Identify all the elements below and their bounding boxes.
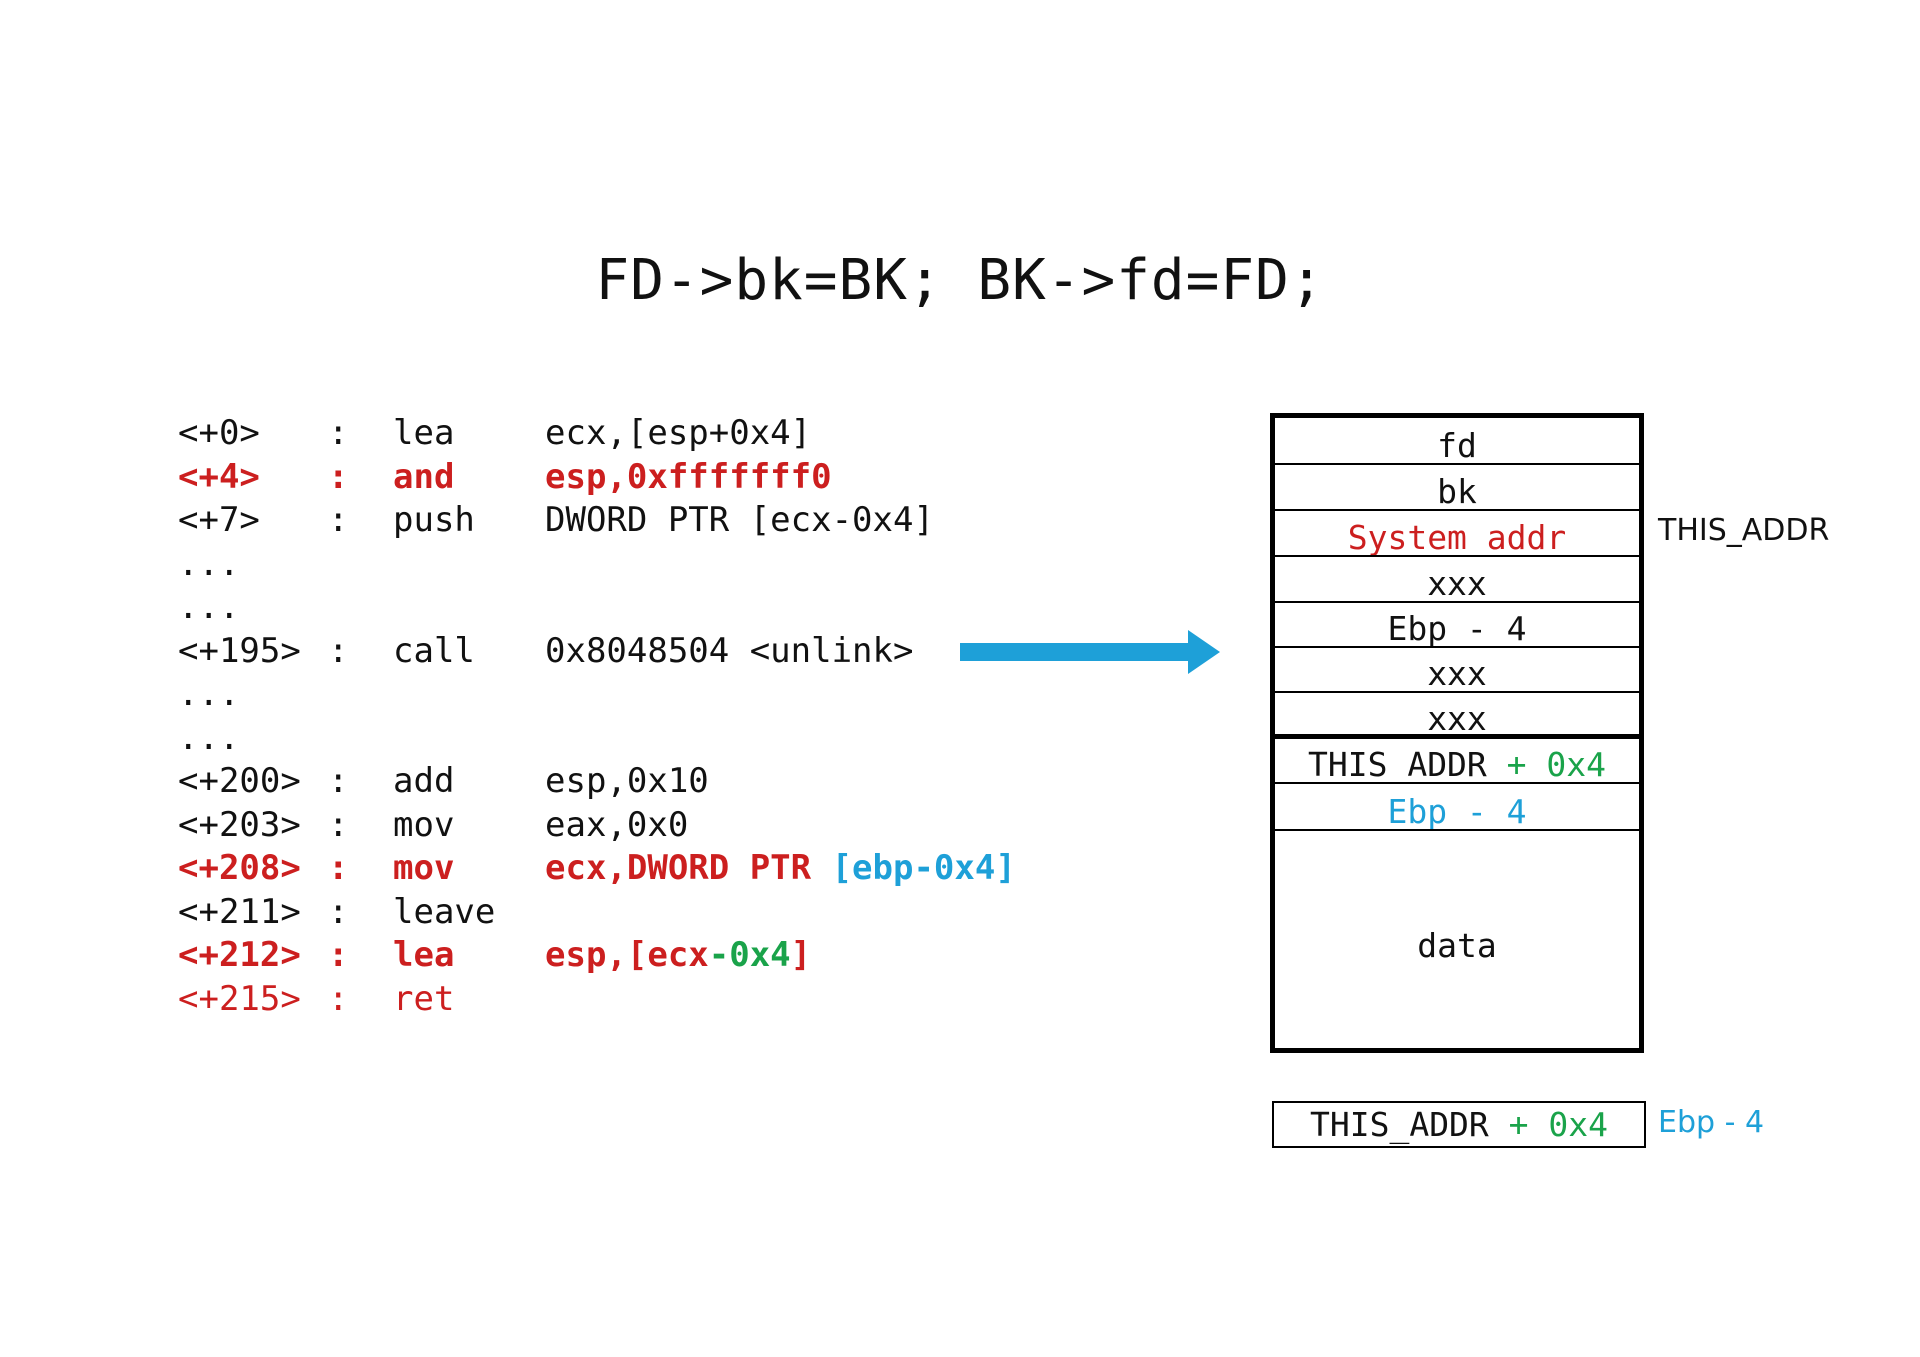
stack-divider (1275, 829, 1639, 831)
code-offset: <+0> (178, 413, 260, 453)
stack-divider-thick (1275, 734, 1639, 739)
code-offset: <+208> (178, 848, 301, 888)
operand-part-red: ecx,DWORD PTR (545, 848, 832, 888)
code-row-highlighted: <+215> : ret (178, 978, 454, 1022)
stack-divider (1275, 463, 1639, 465)
stack-cell-this-addr-plus: THIS_ADDR + 0x4 (1275, 745, 1639, 784)
code-operand: esp,0x10 (545, 761, 709, 801)
plus-offset-text: + 0x4 (1508, 1105, 1609, 1144)
code-ellipsis: ... (178, 673, 260, 717)
code-operand: ecx,[esp+0x4] (545, 413, 812, 453)
code-mnemonic: call (393, 630, 475, 671)
code-row-highlighted: <+212> : lea esp,[ecx-0x4] (178, 934, 811, 978)
code-mnemonic: leave (393, 891, 496, 932)
code-offset: <+7> (178, 500, 260, 540)
code-row: <+7> : push DWORD PTR [ecx-0x4] (178, 499, 934, 543)
stack-cell-data: data (1417, 926, 1497, 965)
code-mnemonic: push (393, 500, 475, 540)
operand-part-red: ] (790, 935, 812, 975)
this-addr-text: THIS_ADDR (1309, 1105, 1489, 1144)
code-mnemonic: lea (393, 413, 455, 453)
code-row: <+0> : lea ecx,[esp+0x4] (178, 412, 811, 456)
code-sep: : (328, 630, 349, 671)
code-operand: ecx,DWORD PTR [ebp-0x4] (545, 847, 1016, 891)
code-row-highlighted: <+208> : mov ecx,DWORD PTR [ebp-0x4] (178, 847, 1016, 891)
code-sep: : (328, 804, 349, 845)
right-arrow-icon (960, 630, 1220, 674)
code-mnemonic: ret (393, 978, 455, 1019)
stack-cell-xxx: xxx (1427, 564, 1487, 603)
pointer-value-box: THIS_ADDR + 0x4 (1272, 1101, 1646, 1148)
stack-divider (1275, 601, 1639, 603)
code-offset: <+4> (178, 456, 260, 497)
code-offset: <+212> (178, 935, 301, 975)
code-sep: : (328, 935, 349, 975)
operand-part-red: esp,[ecx (545, 935, 709, 975)
code-offset: ... (178, 674, 240, 714)
code-row: <+211> : leave (178, 891, 495, 935)
code-operand: DWORD PTR [ecx-0x4] (545, 500, 934, 540)
code-sep: : (328, 761, 349, 801)
stack-divider (1275, 555, 1639, 557)
code-row: <+203> : mov eax,0x0 (178, 804, 688, 848)
code-offset: <+195> (178, 630, 301, 671)
code-offset: ... (178, 717, 240, 758)
code-operand: esp,[ecx-0x4] (545, 934, 811, 978)
code-operand: esp,0xfffffff0 (545, 456, 832, 497)
operand-part-green: -0x4 (708, 935, 791, 975)
code-ellipsis: ... (178, 717, 260, 761)
stack-cell-ebp: Ebp - 4 (1387, 609, 1527, 648)
stack-diagram: fd bk System_addr xxx Ebp - 4 xxx xxx TH… (1270, 413, 1644, 1053)
code-mnemonic: mov (393, 804, 455, 845)
code-sep: : (328, 413, 349, 453)
code-mnemonic: lea (393, 935, 455, 975)
code-offset: <+200> (178, 761, 301, 801)
diagram-title: FD->bk=BK; BK->fd=FD; (595, 248, 1325, 313)
code-row: <+200> : add esp,0x10 (178, 760, 709, 804)
stack-cell-xxx: xxx (1427, 699, 1487, 738)
stack-cell-xxx: xxx (1427, 654, 1487, 693)
stack-cell-system-addr: System_addr (1347, 518, 1567, 557)
operand-part-blue: [ebp-0x4] (831, 848, 1016, 888)
code-offset: <+203> (178, 804, 301, 845)
stack-cell-bk: bk (1437, 472, 1477, 511)
stack-cell-fd: fd (1437, 426, 1477, 465)
stack-divider (1275, 782, 1639, 784)
plus-offset-text: + 0x4 (1506, 745, 1607, 784)
this-addr-label: THIS_ADDR (1658, 513, 1830, 548)
code-sep: : (328, 978, 349, 1019)
code-sep: : (328, 848, 349, 888)
code-row-highlighted: <+4> : and esp,0xfffffff0 (178, 456, 832, 500)
code-sep: : (328, 891, 349, 932)
this-addr-text: THIS_ADDR (1307, 745, 1487, 784)
stack-divider (1275, 646, 1639, 648)
code-offset: <+211> (178, 891, 301, 932)
disassembly-listing: <+0> : lea ecx,[esp+0x4] <+4> : and esp,… (178, 412, 1016, 1022)
code-offset: ... (178, 587, 240, 627)
code-ellipsis: ... (178, 586, 260, 630)
code-sep: : (328, 500, 349, 540)
code-row: <+195> : call 0x8048504 <unlink> (178, 630, 913, 674)
ebp-minus-label: Ebp - 4 (1658, 1105, 1765, 1140)
code-mnemonic: and (393, 456, 455, 497)
code-sep: : (328, 456, 349, 497)
code-operand: 0x8048504 <unlink> (545, 630, 914, 671)
stack-divider (1275, 509, 1639, 511)
code-ellipsis: ... (178, 543, 260, 587)
code-mnemonic: add (393, 761, 455, 801)
code-operand: eax,0x0 (545, 804, 689, 845)
code-offset: <+215> (178, 978, 301, 1019)
code-offset: ... (178, 543, 240, 584)
stack-divider (1275, 691, 1639, 693)
stack-cell-ebp-minus: Ebp - 4 (1387, 792, 1527, 831)
code-mnemonic: mov (393, 848, 455, 888)
